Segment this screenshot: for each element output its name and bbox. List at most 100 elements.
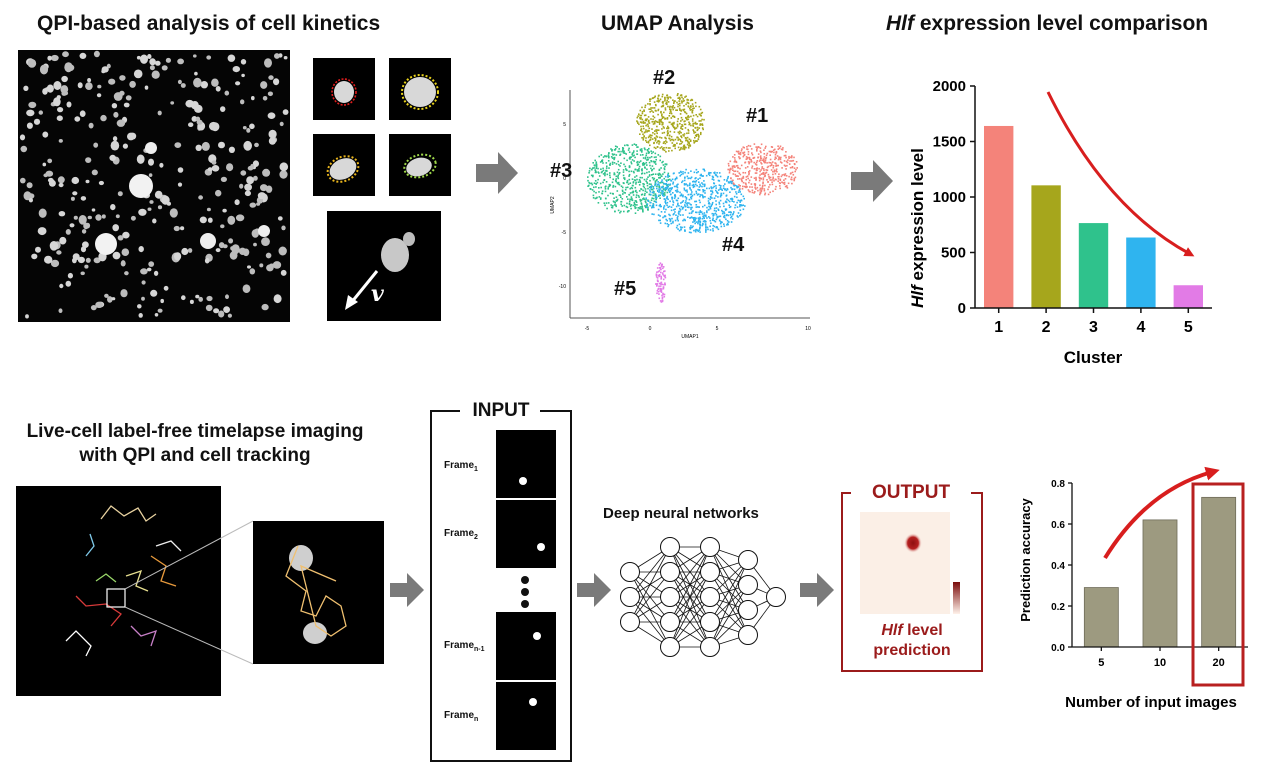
expression-title-rest: expression level comparison [914,12,1209,35]
hlf-chart-xlabel: Cluster [1064,348,1123,367]
umap-ytick: 5 [563,122,566,128]
hlf-chart-ytick: 1000 [933,189,966,206]
cell-thumb-4 [389,134,451,196]
hlf-chart-ylabel-rest: expression level [908,148,927,285]
hlf-bar-3 [1078,223,1109,308]
umap-xlabel: UMAP1 [681,334,698,340]
flow-arrow-4 [577,573,611,607]
umap-ytick: 0 [563,176,566,182]
umap-xtick: -5 [585,326,590,332]
hlf-bar-5 [1173,285,1203,308]
hlf-chart-ylabel: Hlf expression level [908,148,927,308]
flow-arrow-5 [800,573,834,607]
frame-label-sub: n [474,716,479,723]
frame-label-1: Frame1 [444,460,478,473]
flow-arrow-2 [851,160,893,202]
frame-label-sub: n-1 [474,646,485,653]
accuracy-chart-xlabel: Number of input images [1065,694,1237,711]
umap-xtick: 5 [716,326,719,332]
nn-node [700,637,720,657]
increasing-trend-arrow [1103,466,1220,560]
nn-node [700,587,720,607]
live-cell-title-line1: Live-cell label-free timelapse imaging [26,421,364,442]
frame-label-sub: 2 [474,534,478,541]
input-frame-n [496,682,556,750]
accuracy-chart-ytick: 0.2 [1051,602,1065,613]
cell-velocity-image: v [327,211,441,321]
nn-node [620,587,640,607]
accuracy-chart-xtick: 10 [1154,657,1166,669]
input-border-left [430,410,460,412]
umap-cluster-label-2: #2 [653,67,676,89]
umap-ytick: -5 [562,230,567,236]
frame-label-base: Frame [444,710,475,721]
nn-node [738,625,758,645]
output-prediction-line2: prediction [873,642,951,659]
umap-xtick: 0 [649,326,652,332]
live-cell-tracking-images [16,486,384,696]
frame-label-n: Framen [444,710,478,723]
hlf-chart-ylabel-gene: Hlf [908,283,927,308]
umap-ylabel: UMAP2 [550,196,556,213]
hlf-bar-1 [984,125,1014,309]
output-prediction-line1-rest: level [902,622,943,639]
umap-cluster-label-1: #1 [746,105,769,127]
output-border-left [841,492,851,494]
hlf-chart-ytick: 500 [941,245,966,262]
output-heatmap [860,512,960,614]
accuracy-bar-5 [1083,587,1119,648]
accuracy-chart-ytick: 0.6 [1051,520,1065,531]
qpi-field-image [18,50,290,322]
umap-ytick: -10 [559,284,566,290]
cell-thumb-3 [313,134,375,196]
nn-node [738,575,758,595]
accuracy-chart-xtick: 20 [1213,657,1225,669]
nn-node [660,612,680,632]
output-prediction-line1: Hlf level [841,621,983,641]
accuracy-bar-20 [1201,496,1237,648]
flow-arrow-3 [390,573,424,607]
hlf-chart-xtick: 5 [1184,319,1193,336]
nn-node [738,600,758,620]
frame-label-base: Frame [444,460,475,471]
frame-label-sub: 1 [474,466,478,473]
input-border-right [540,410,570,412]
hlf-chart-xtick: 2 [1042,319,1051,336]
nn-node [660,587,680,607]
output-prediction-gene: Hlf [881,622,903,639]
input-label: INPUT [472,400,530,421]
hlf-chart-xtick: 4 [1136,319,1145,336]
input-frame-1 [496,430,556,498]
output-prediction-text: Hlf level prediction [841,621,983,661]
output-label: OUTPUT [871,482,951,503]
ellipsis-dots [521,576,529,608]
nn-node [620,612,640,632]
accuracy-chart-ytick: 0.8 [1051,479,1065,490]
expression-title-gene: Hlf [886,12,914,35]
accuracy-chart-ylabel: Prediction accuracy [1018,497,1033,621]
nn-node [700,537,720,557]
expression-title: Hlf expression level comparison [886,12,1208,36]
input-frame-2 [496,500,556,568]
hlf-chart-ytick: 2000 [933,78,966,95]
input-frame-n-1 [496,612,556,680]
highlight-box-20 [1191,482,1245,687]
output-panel [841,492,983,672]
nn-node [660,637,680,657]
nn-node [766,587,786,607]
nn-node [660,562,680,582]
hlf-bar-4 [1126,237,1156,308]
hlf-chart-ytick: 1500 [933,134,966,151]
nn-node [660,537,680,557]
umap-xtick: 10 [805,326,811,332]
neural-network-diagram [620,537,786,657]
frame-label-base: Frame [444,640,475,651]
accuracy-bar-10 [1142,519,1178,648]
dnn-label: Deep neural networks [603,505,759,522]
accuracy-chart-ytick: 0.4 [1051,561,1065,572]
nn-node [738,550,758,570]
nn-node [700,562,720,582]
umap-cluster-label-3: #3 [550,160,573,182]
